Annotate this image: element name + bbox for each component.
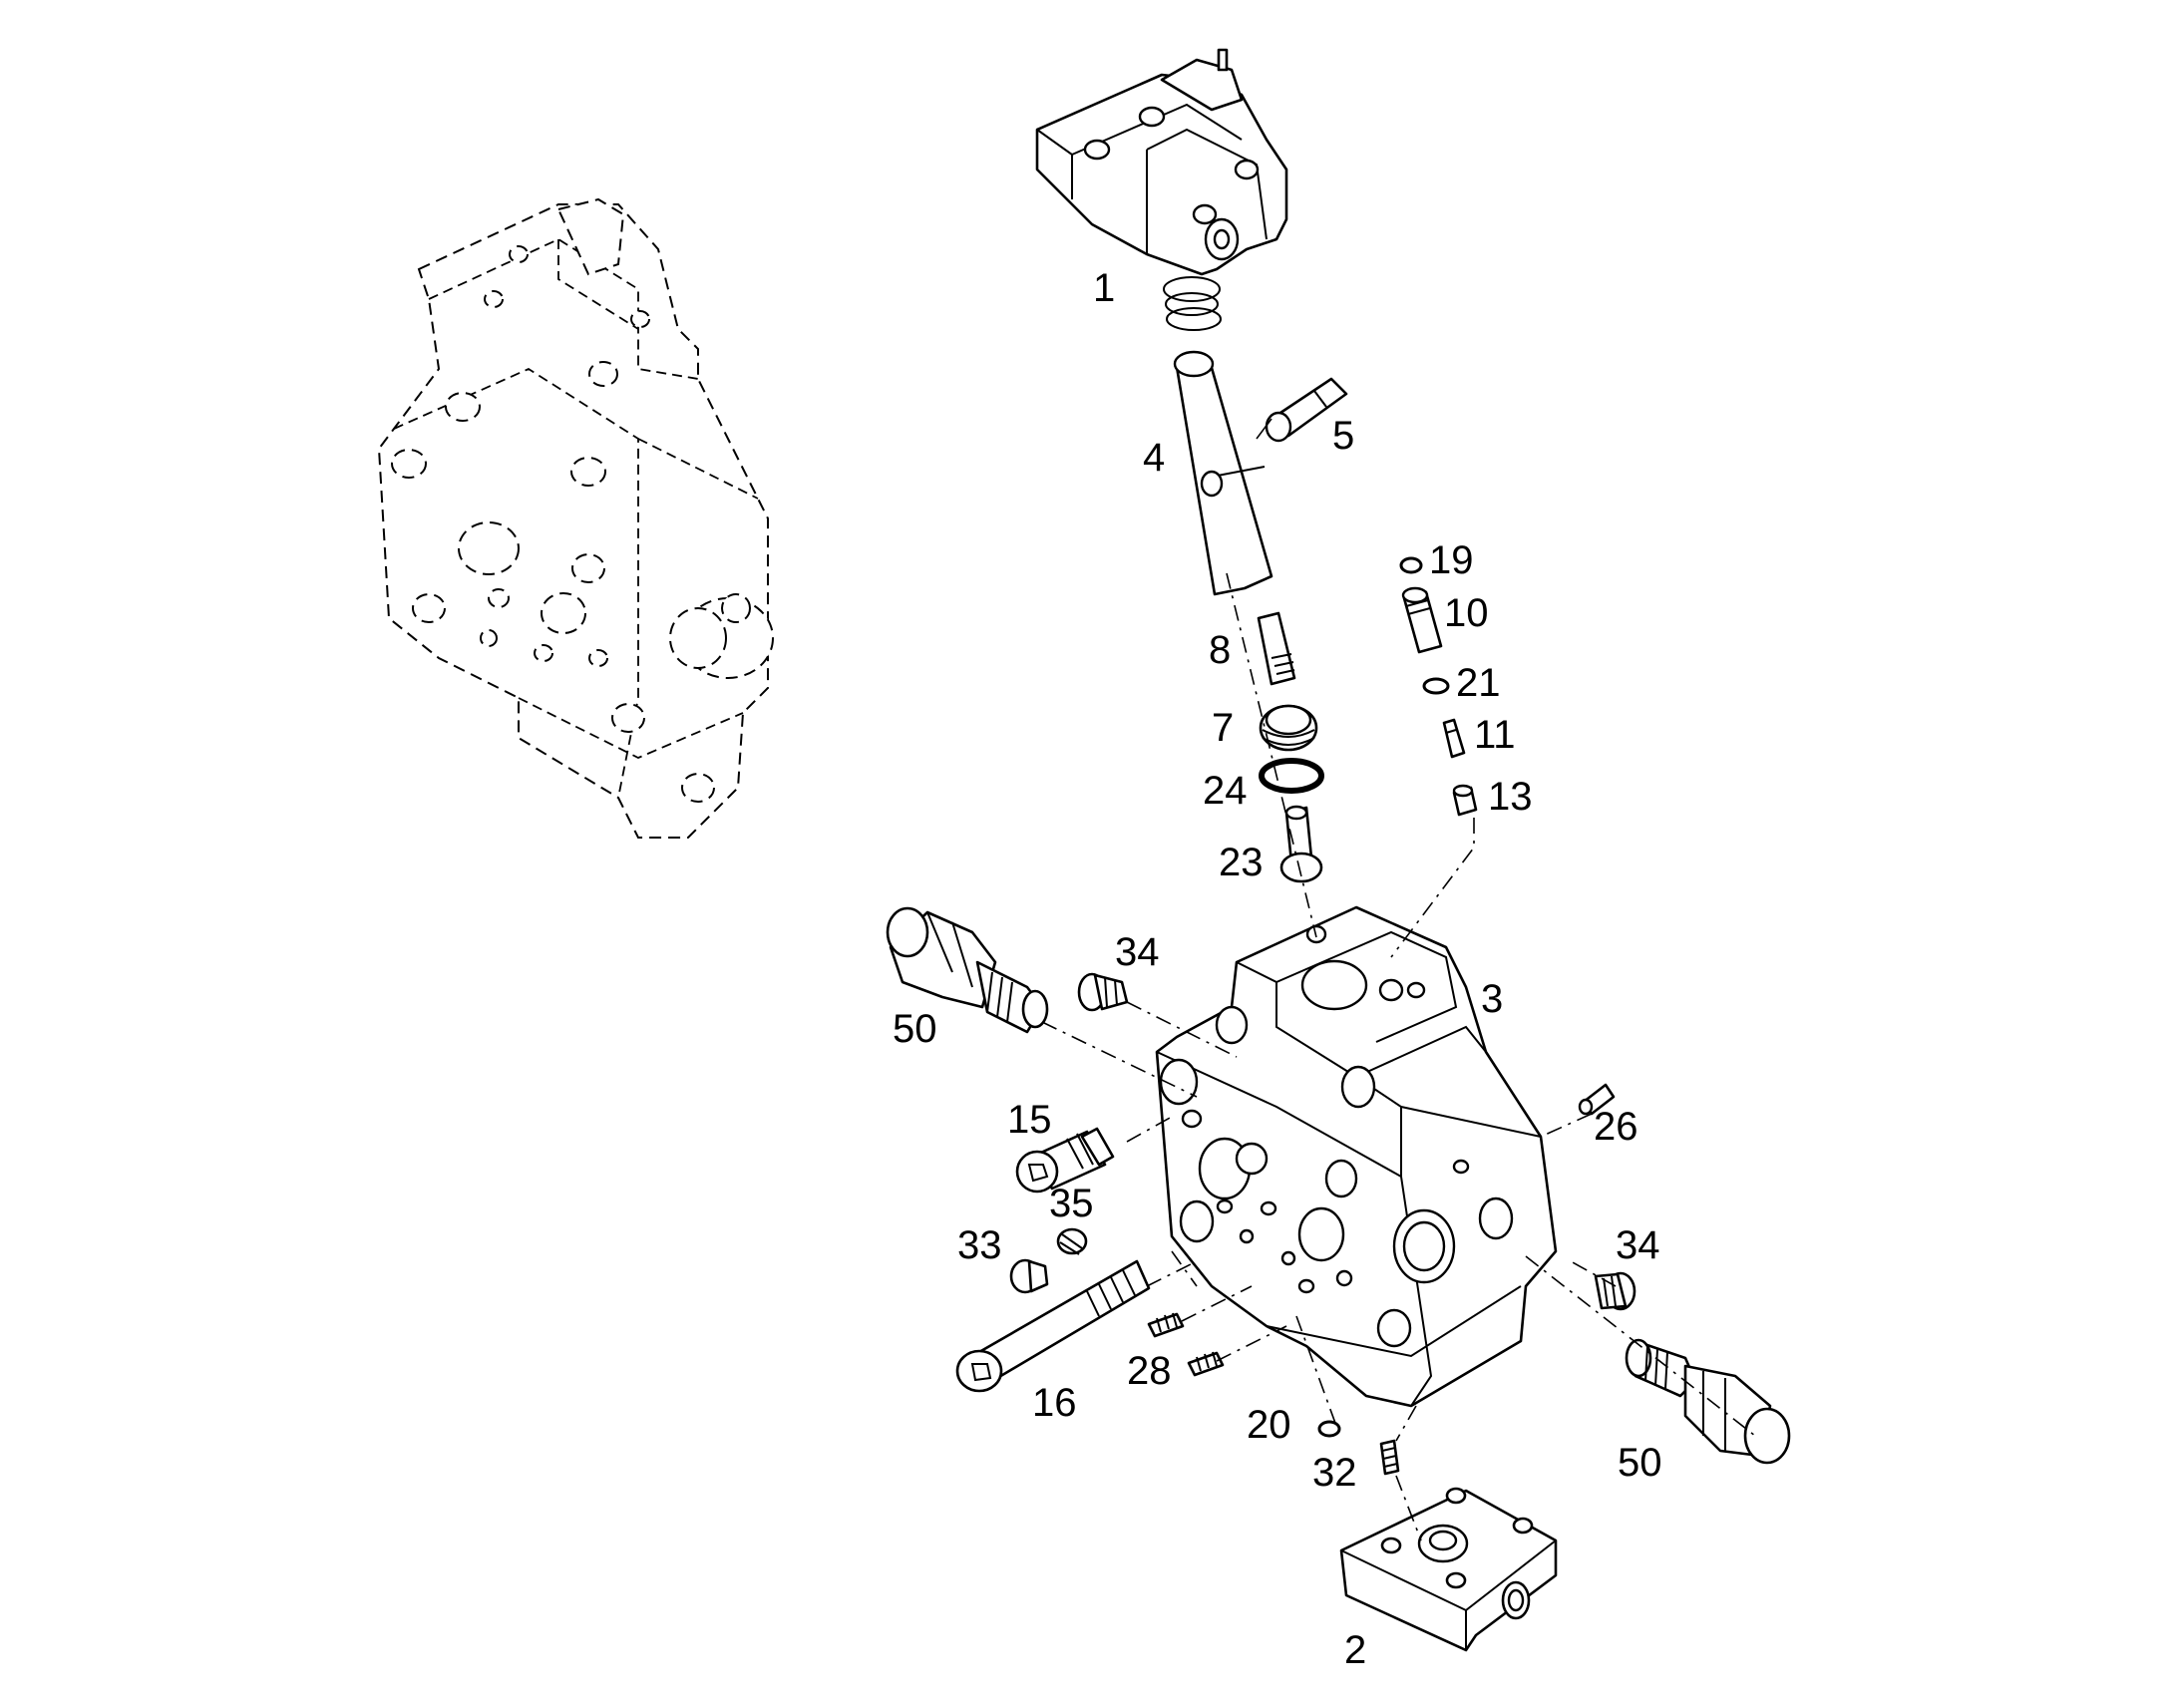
part-28-setscrew	[1147, 1312, 1225, 1377]
part-50-relief-valve-left	[886, 906, 1049, 1034]
leader-lines	[1041, 418, 1756, 1541]
callout-50-right: 50	[1618, 1441, 1662, 1485]
part-16-long-cap-screw	[955, 1259, 1151, 1393]
callout-13: 13	[1488, 775, 1533, 819]
callout-11: 11	[1474, 713, 1516, 757]
callout-16: 16	[1032, 1381, 1077, 1425]
callout-34-upper: 34	[1115, 930, 1160, 974]
part-20-o-ring	[1317, 1420, 1341, 1438]
part-24-o-ring	[1259, 758, 1324, 794]
part-21-o-ring	[1422, 677, 1450, 695]
part-34-plug-lower	[1594, 1271, 1636, 1311]
part-23-plug	[1279, 805, 1323, 883]
part-13-plug	[1452, 784, 1478, 817]
part-11-nozzle	[1442, 718, 1466, 759]
callout-labels: 1 4 5 19 10 8 21 7 11 24 13 23 34 3 50 1…	[893, 266, 1662, 1672]
callout-21: 21	[1456, 661, 1501, 705]
part-4-spool-sleeve	[1173, 350, 1273, 596]
callout-1: 1	[1093, 266, 1115, 310]
assembled-view-outline	[377, 197, 774, 839]
part-19-o-ring	[1399, 556, 1423, 574]
callout-10: 10	[1444, 591, 1489, 635]
callout-15: 15	[1007, 1098, 1052, 1142]
part-35-plug	[1056, 1227, 1088, 1255]
part-50-relief-valve-right	[1625, 1338, 1791, 1465]
part-32-setscrew	[1379, 1439, 1400, 1476]
callout-28: 28	[1127, 1349, 1172, 1393]
part-8-piston	[1257, 611, 1296, 686]
part-33-plug	[1009, 1258, 1049, 1294]
part-2-cover-plate	[1339, 1487, 1558, 1652]
part-7-threaded-ring	[1259, 704, 1318, 752]
part-26-pin	[1578, 1083, 1616, 1116]
part-1-control-head	[1035, 48, 1288, 331]
part-34-plug-upper	[1077, 972, 1129, 1012]
callout-50-left: 50	[893, 1007, 937, 1051]
callout-32: 32	[1312, 1451, 1357, 1495]
callout-23: 23	[1219, 841, 1264, 884]
callout-8: 8	[1209, 628, 1231, 672]
callout-33: 33	[957, 1223, 1002, 1267]
callout-7: 7	[1212, 706, 1234, 750]
callout-35: 35	[1049, 1182, 1094, 1225]
callout-20: 20	[1247, 1403, 1291, 1447]
callout-4: 4	[1143, 436, 1165, 480]
part-15-cap-screw	[1015, 1127, 1115, 1194]
callout-26: 26	[1594, 1105, 1638, 1149]
callout-19: 19	[1429, 538, 1474, 582]
callout-24: 24	[1203, 769, 1248, 813]
callout-5: 5	[1332, 414, 1354, 458]
callout-3: 3	[1481, 977, 1503, 1021]
callout-34-lower: 34	[1616, 1223, 1660, 1267]
part-3-valve-housing	[1155, 905, 1558, 1408]
part-10-bushing	[1401, 586, 1443, 654]
callout-2: 2	[1344, 1628, 1366, 1672]
